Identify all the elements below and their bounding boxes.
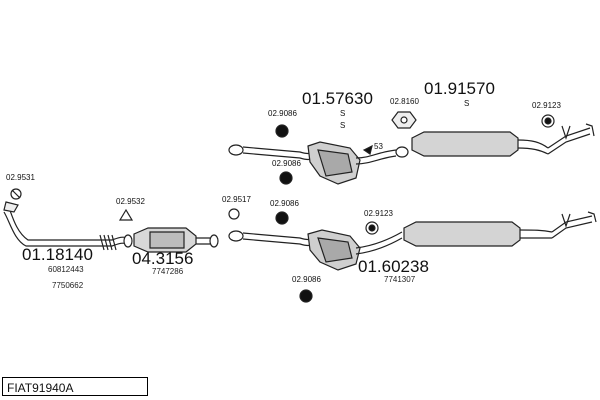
lower-rear-silencer [403, 221, 521, 247]
label-upper-clamp-2: 02.9086 [272, 159, 301, 168]
front-pipe [7, 204, 129, 241]
gasket-02-9532 [118, 208, 134, 221]
label-lower-bottom-clamp: 02.9086 [292, 275, 321, 284]
part-number-catalyst: 04.3156 [132, 249, 194, 268]
label-lower-mid-clamp: 02.9086 [270, 199, 299, 208]
diagram-code-box: FIAT91940A [2, 377, 148, 396]
label-upper-rear-s: S [464, 99, 470, 108]
clamp-02-9086-d [299, 289, 313, 303]
part-number-front-pipe: 01.18140 [22, 245, 93, 264]
label-lower-inlet-clamp: 02.9517 [222, 195, 251, 204]
upper-mid-pipe [242, 146, 317, 161]
label-upper-mount: 02.8160 [390, 97, 419, 106]
upper-rear-silencer [411, 131, 519, 157]
label-lower-rear-clamp: 02.9123 [364, 209, 393, 218]
clamp-02-9086-a [275, 124, 289, 138]
part-number-upper-rear: 01.91570 [424, 79, 495, 98]
label-upper-rear-clamp: 02.9123 [532, 101, 561, 110]
ref-lower: 7741307 [384, 275, 416, 284]
ref-catalyst: 7747286 [152, 267, 184, 276]
label-upper-clamp-1: 02.9086 [268, 109, 297, 118]
clamp-02-9086-b [279, 171, 293, 185]
ref-front-pipe-1: 60812443 [48, 265, 84, 274]
label-upper-mid-s1: S [340, 109, 346, 118]
ref-front-pipe-2: 7750662 [52, 281, 84, 290]
part-number-lower: 01.60238 [358, 257, 429, 276]
label-front-clamp: 02.9531 [6, 173, 35, 182]
label-cat-gasket: 02.9532 [116, 197, 145, 206]
label-upper-mid-s2: S [340, 121, 346, 130]
clamp-02-9086-c [275, 211, 289, 225]
clamp-02-9517 [228, 208, 240, 220]
diagram-code: FIAT91940A [7, 381, 74, 395]
label-53: 53 [374, 142, 383, 151]
lower-mid-pipe [242, 232, 317, 247]
part-number-upper-mid: 01.57630 [302, 89, 373, 108]
